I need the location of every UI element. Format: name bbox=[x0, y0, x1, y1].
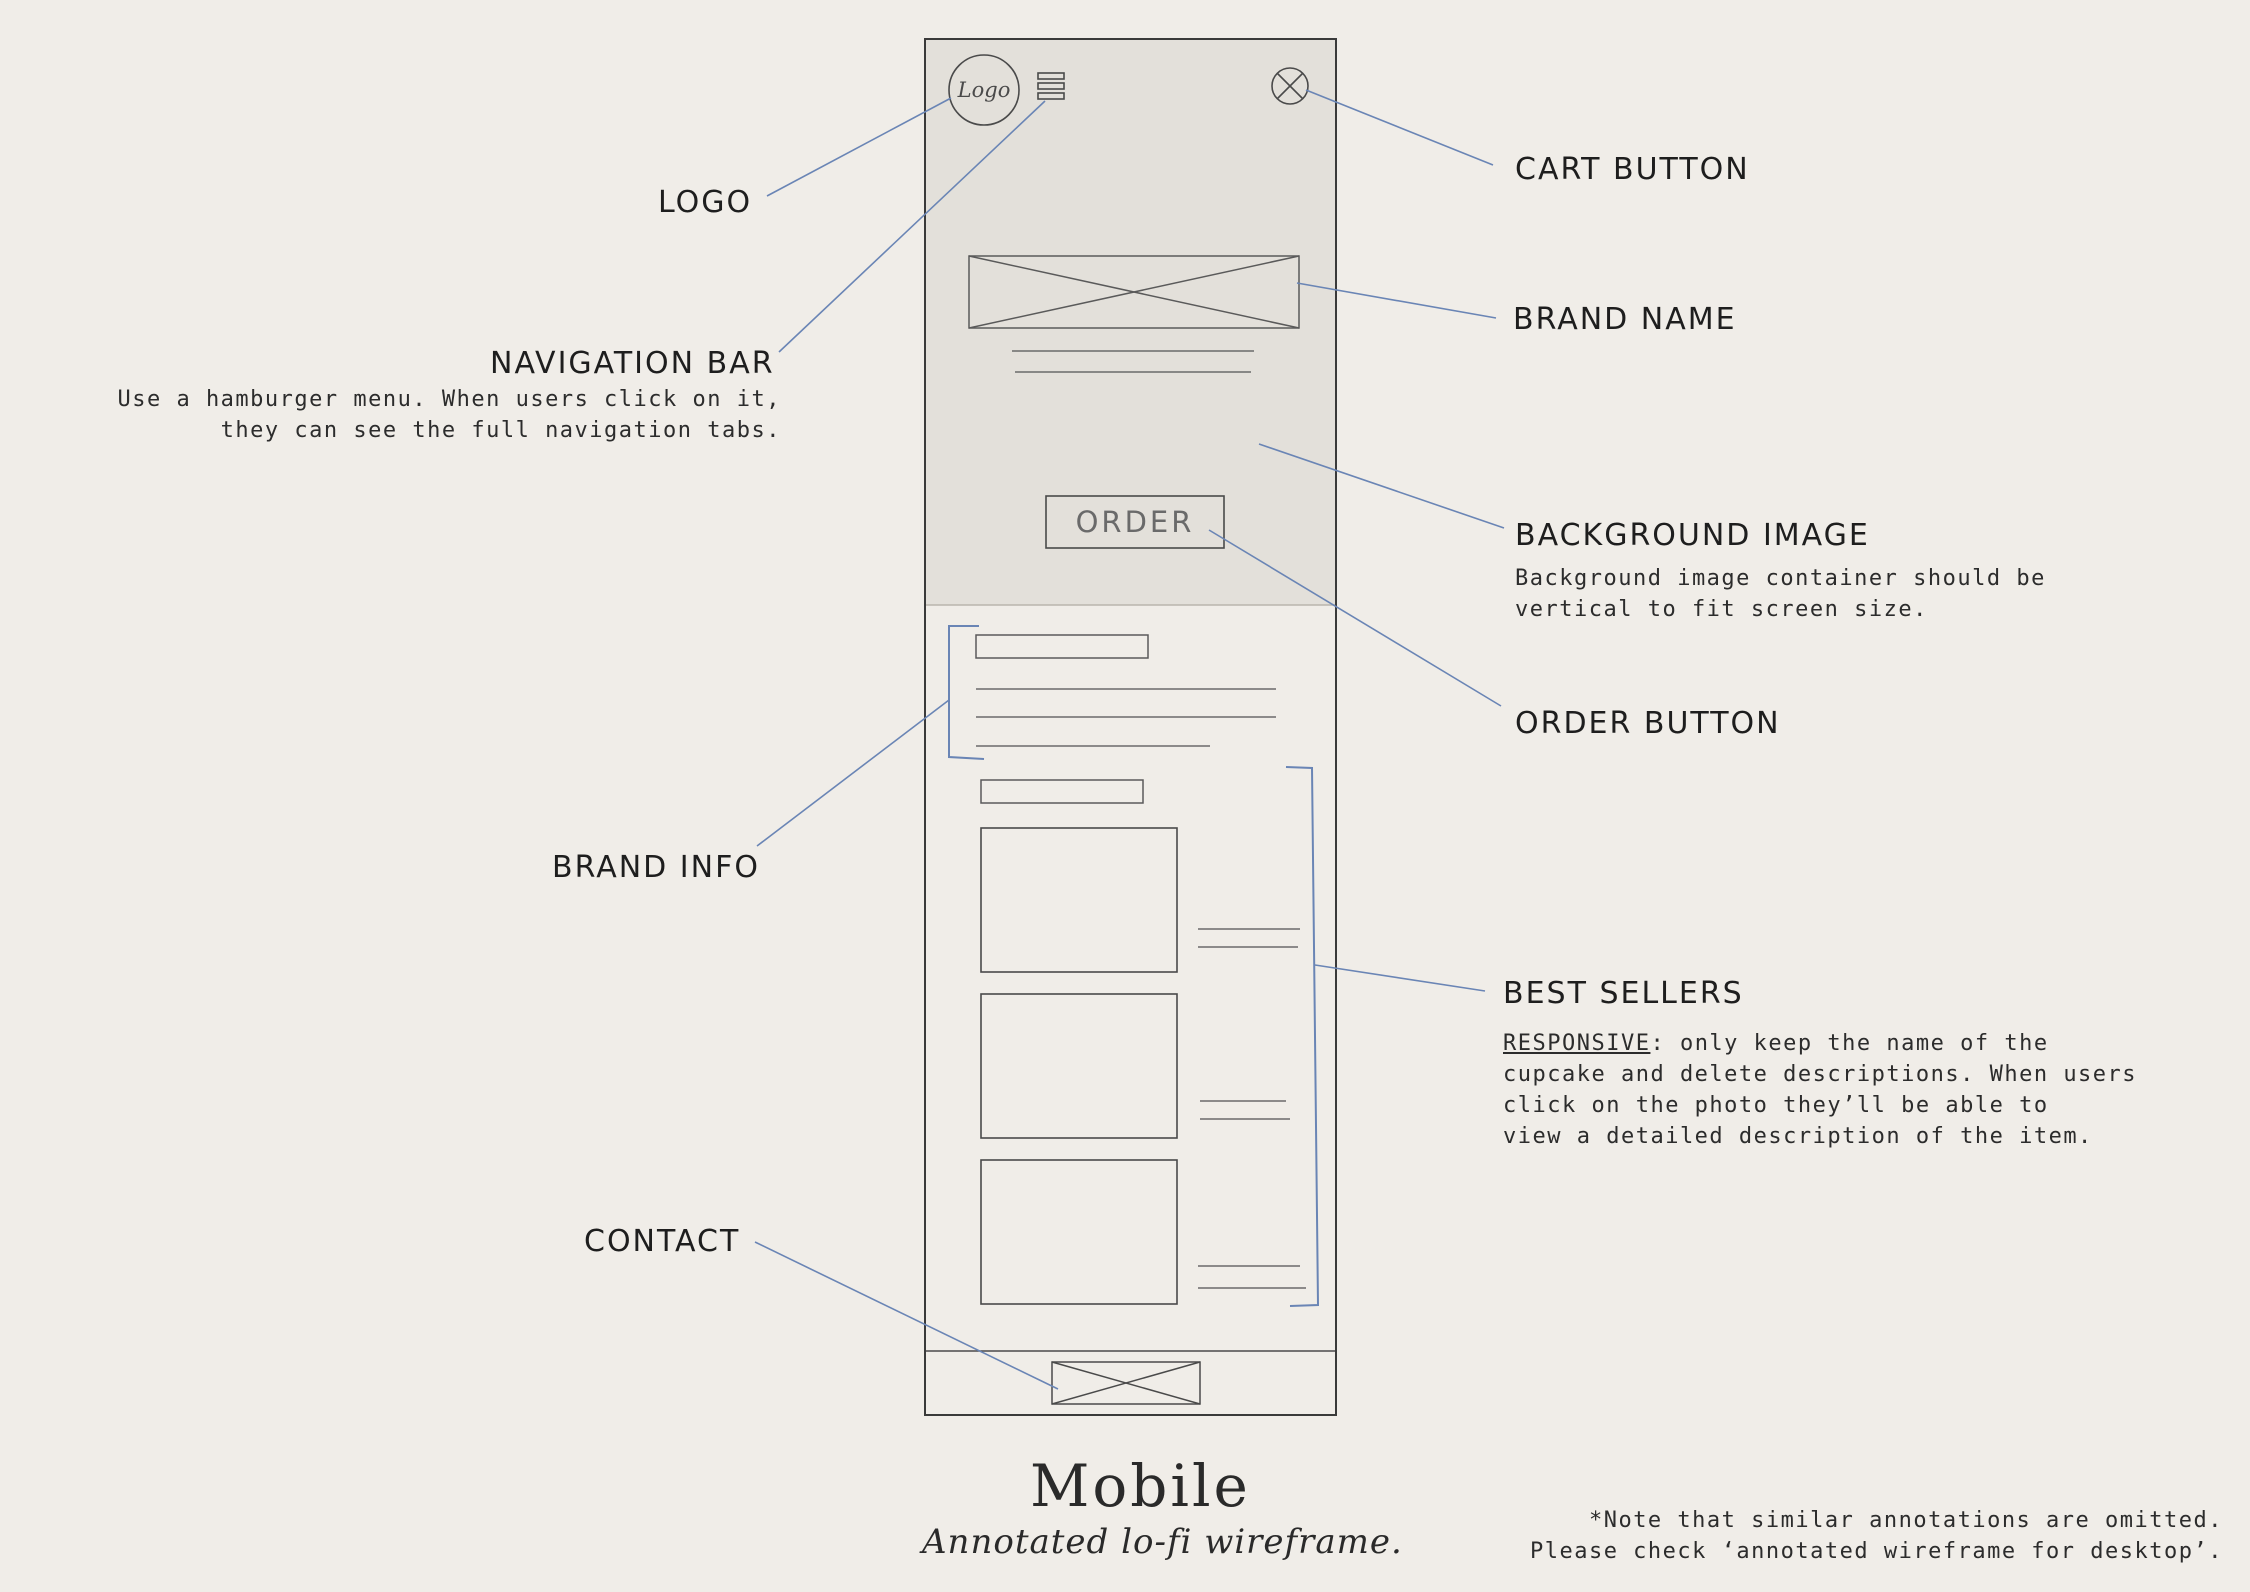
annotation-brand-name: BRAND NAME bbox=[1513, 302, 1737, 337]
annotation-background-image-desc: Background image container should be ver… bbox=[1515, 566, 2046, 622]
annotation-cart-button: CART BUTTON bbox=[1515, 152, 1750, 187]
leader-order-button bbox=[1208, 529, 1502, 707]
leader-cart-button bbox=[1305, 89, 1494, 166]
annotation-navigation-bar-desc: Use a hamburger menu. When users click o… bbox=[117, 387, 781, 443]
logo-text: Logo bbox=[957, 78, 1011, 102]
leader-logo bbox=[766, 97, 952, 197]
product-photo[interactable] bbox=[980, 827, 1178, 973]
annotation-brand-info: BRAND INFO bbox=[552, 850, 760, 885]
footer-note: *Note that similar annotations are omitt… bbox=[1529, 1508, 2223, 1564]
annotation-contact: CONTACT bbox=[584, 1224, 741, 1259]
leader-navigation-bar bbox=[778, 100, 1046, 353]
leader-brand-name bbox=[1296, 282, 1497, 319]
page-subtitle: Annotated lo-fi wireframe. bbox=[922, 1522, 1403, 1562]
best-sellers-bracket bbox=[1285, 766, 1320, 1307]
leader-contact bbox=[754, 1241, 1059, 1390]
product-photo[interactable] bbox=[980, 1159, 1178, 1305]
phone-frame bbox=[924, 38, 1337, 1416]
brand-info-bracket bbox=[948, 625, 985, 760]
best-sellers-heading-box bbox=[980, 779, 1144, 804]
page-title: Mobile bbox=[1030, 1452, 1251, 1520]
annotation-order-button: ORDER BUTTON bbox=[1515, 706, 1781, 741]
order-button-label: ORDER bbox=[1076, 505, 1195, 539]
annotation-best-sellers-desc: RESPONSIVE: only keep the name of the cu… bbox=[1503, 1028, 2137, 1152]
logo-circle[interactable] bbox=[948, 54, 1020, 126]
product-photo[interactable] bbox=[980, 993, 1178, 1139]
order-button[interactable] bbox=[1045, 495, 1225, 549]
annotation-navigation-bar: NAVIGATION BAR bbox=[490, 346, 775, 381]
brand-name-placeholder bbox=[968, 255, 1300, 329]
hamburger-menu-icon[interactable] bbox=[1037, 72, 1065, 100]
annotation-best-sellers: BEST SELLERS bbox=[1503, 976, 1744, 1011]
best-sellers-desc-body: : only keep the name of the cupcake and … bbox=[1503, 1031, 2138, 1149]
responsive-keyword: RESPONSIVE bbox=[1503, 1031, 1651, 1056]
cart-button-icon[interactable] bbox=[1271, 67, 1309, 105]
brand-info-heading-box bbox=[975, 634, 1149, 659]
leader-background-image bbox=[1258, 443, 1505, 529]
annotation-logo: LOGO bbox=[658, 185, 753, 220]
leader-best-sellers bbox=[1314, 964, 1486, 992]
annotation-background-image: BACKGROUND IMAGE bbox=[1515, 518, 1870, 553]
contact-placeholder[interactable] bbox=[1051, 1361, 1201, 1405]
leader-brand-info bbox=[756, 699, 950, 847]
